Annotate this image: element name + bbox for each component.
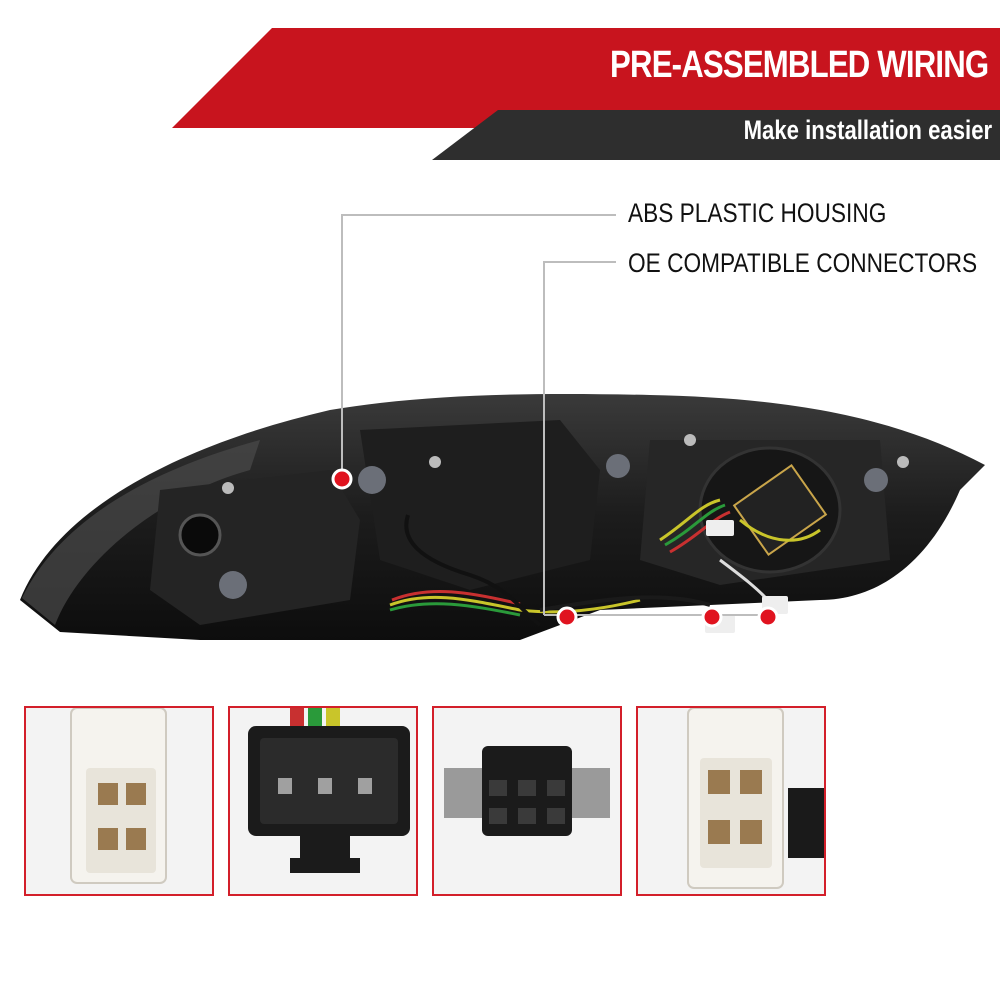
- callout-abs-housing: ABS PLASTIC HOUSING: [628, 198, 887, 228]
- white-4-pin-plug-icon: [638, 708, 824, 894]
- callout-leader-lines: [341, 214, 770, 616]
- bolt-4: [897, 456, 909, 468]
- black-6-pin-connector-icon: [434, 708, 620, 894]
- grommet-2: [219, 571, 247, 599]
- bolt-2: [429, 456, 441, 468]
- wiring-harness: [389, 498, 821, 627]
- bolt-3: [684, 434, 696, 446]
- inline-connector: [706, 520, 734, 536]
- back-plate-left: [150, 470, 360, 625]
- black-3-pin-connector-icon: [230, 708, 416, 894]
- callout-oe-connectors: OE COMPATIBLE CONNECTORS: [628, 248, 978, 278]
- banner-title: PRE-ASSEMBLED WIRING: [609, 44, 989, 86]
- grommet-4: [864, 468, 888, 492]
- bolt-1: [222, 482, 234, 494]
- thumbnail-3: [432, 706, 622, 896]
- grommet-1: [358, 466, 386, 494]
- thumbnail-2: [228, 706, 418, 896]
- socket-left: [178, 513, 222, 557]
- back-plate-center: [360, 420, 600, 590]
- thumbnail-1: [24, 706, 214, 896]
- thumbnail-4: [636, 706, 826, 896]
- white-4-pin-connector-icon: [26, 708, 212, 894]
- callout-markers: [331, 468, 779, 628]
- banner-subtitle: Make installation easier: [743, 115, 992, 145]
- grommet-3: [606, 454, 630, 478]
